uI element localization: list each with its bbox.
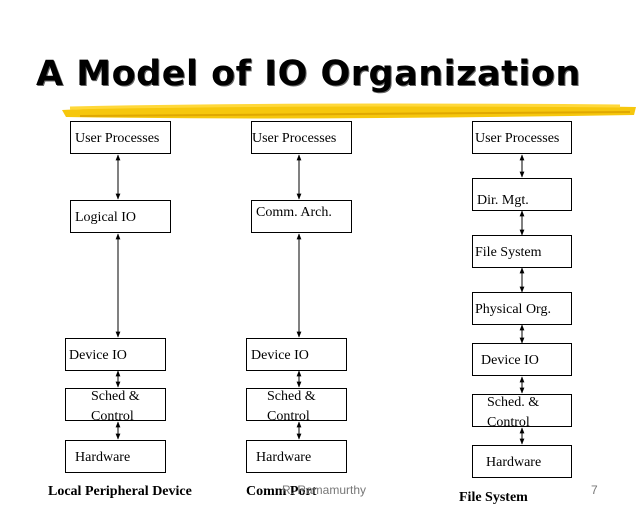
- highlighter-stroke: [62, 103, 636, 119]
- box-hardware: Hardware: [246, 440, 347, 473]
- box-file-system: File System: [472, 235, 572, 268]
- box-hardware: Hardware: [65, 440, 166, 473]
- box-user-processes: User Processes: [251, 121, 352, 154]
- footer-page-number: 7: [591, 483, 598, 497]
- box-dir-mgt: Dir. Mgt.: [472, 178, 572, 211]
- box-device-io: Device IO: [472, 343, 572, 376]
- caption-local-peripheral-device: Local Peripheral Device: [48, 484, 192, 499]
- box-sched-control: Sched & Control: [65, 388, 166, 424]
- caption-file-system: File System: [459, 490, 528, 505]
- box-comm-arch: Comm. Arch.: [251, 200, 352, 233]
- box-logical-io: Logical IO: [70, 200, 171, 233]
- box-device-io: Device IO: [65, 338, 166, 371]
- caption-comm-port: Comm Port: [246, 484, 317, 499]
- slide-title: A Model of IO Organization: [36, 54, 581, 94]
- box-sched-control: Sched & Control: [246, 388, 347, 424]
- box-device-io: Device IO: [246, 338, 347, 371]
- box-physical-org: Physical Org.: [472, 292, 572, 325]
- box-user-processes: User Processes: [472, 121, 572, 154]
- footer-author: R. Ramamurthy: [282, 483, 367, 497]
- box-hardware: Hardware: [472, 445, 572, 478]
- box-sched-control: Sched. & Control: [472, 394, 572, 430]
- box-user-processes: User Processes: [70, 121, 171, 154]
